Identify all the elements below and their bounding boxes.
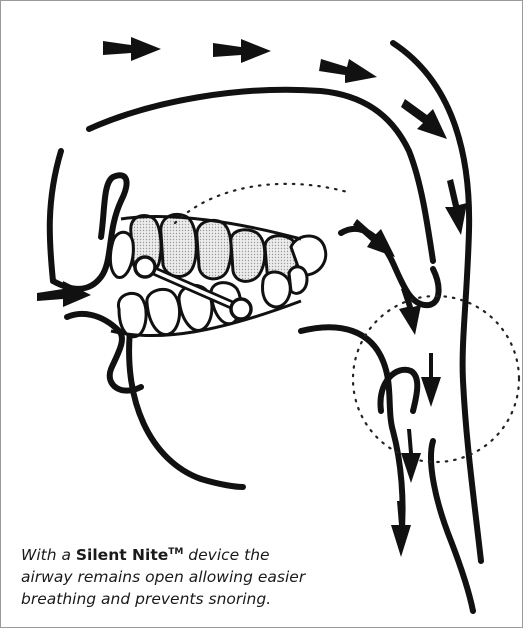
- tongue-base: [301, 327, 403, 541]
- chin-jaw: [129, 321, 243, 487]
- airflow-arrow-icon: [401, 99, 447, 139]
- airflow-arrow-icon: [353, 219, 395, 257]
- airflow-arrow-icon: [213, 39, 271, 63]
- airflow-arrow-icon: [319, 59, 377, 83]
- nose-outline: [50, 151, 61, 281]
- trachea-wall: [431, 441, 473, 611]
- airflow-arrow-icon: [37, 281, 91, 307]
- oral-highlight-arc: [175, 184, 351, 223]
- soft-palate: [341, 229, 439, 305]
- diagram-caption: With a Silent NiteTM device the airway r…: [21, 541, 321, 610]
- airflow-arrow-icon: [391, 501, 411, 557]
- airflow-arrow-icon: [103, 37, 161, 61]
- airflow-arrow-icon: [401, 429, 421, 483]
- caption-intro: With a: [21, 546, 76, 564]
- airflow-arrow-icon: [421, 353, 441, 407]
- brand-name: Silent Nite: [76, 546, 168, 564]
- trademark-mark: TM: [168, 547, 183, 557]
- airflow-arrow-icon: [445, 179, 467, 235]
